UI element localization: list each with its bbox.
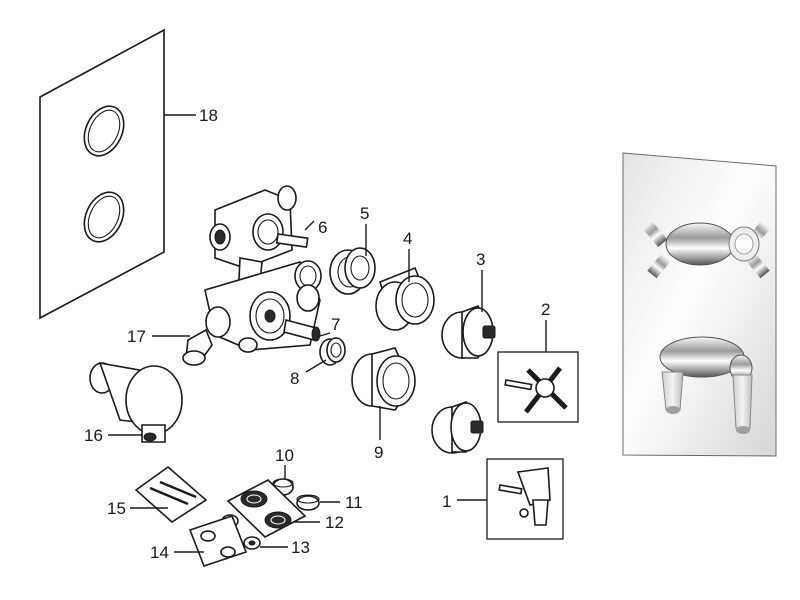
callout-1: 1 (442, 492, 451, 511)
lower-shroud (431, 401, 484, 454)
callout-18: 18 (199, 106, 218, 125)
callout-17: 17 (127, 327, 146, 346)
callout-15: 15 (107, 499, 126, 518)
callout-11: 11 (345, 493, 363, 512)
callout-16: 16 (84, 426, 103, 445)
callout-13: 13 (291, 538, 310, 557)
part-5-bezel-ring (329, 247, 376, 295)
callout-5: 5 (360, 204, 369, 223)
part-13-14-card (188, 515, 261, 567)
callout-8: 8 (290, 369, 299, 388)
part-15-card (134, 465, 208, 524)
callout-14: 14 (150, 543, 169, 562)
callout-3: 3 (476, 250, 485, 269)
valve-body (182, 185, 322, 366)
callout-7: 7 (331, 315, 340, 334)
part-2-inset (497, 351, 579, 423)
leader-lines (108, 220, 547, 553)
part-8-ring (319, 337, 346, 366)
part-9-sleeve (351, 347, 416, 411)
part-1-inset (486, 458, 564, 540)
part-4-sleeve (375, 266, 435, 332)
callout-4: 4 (403, 229, 412, 248)
part-11-cap (296, 494, 320, 511)
wall-plate (39, 28, 165, 320)
callout-12: 12 (325, 513, 344, 532)
part-16-wall-outlet (89, 361, 183, 443)
callout-9: 9 (374, 443, 383, 462)
callout-10: 10 (275, 446, 294, 465)
callout-6: 6 (318, 218, 327, 237)
finished-shower-valve-product (622, 152, 777, 457)
part-3-shroud (441, 305, 496, 359)
callout-2: 2 (541, 300, 550, 319)
